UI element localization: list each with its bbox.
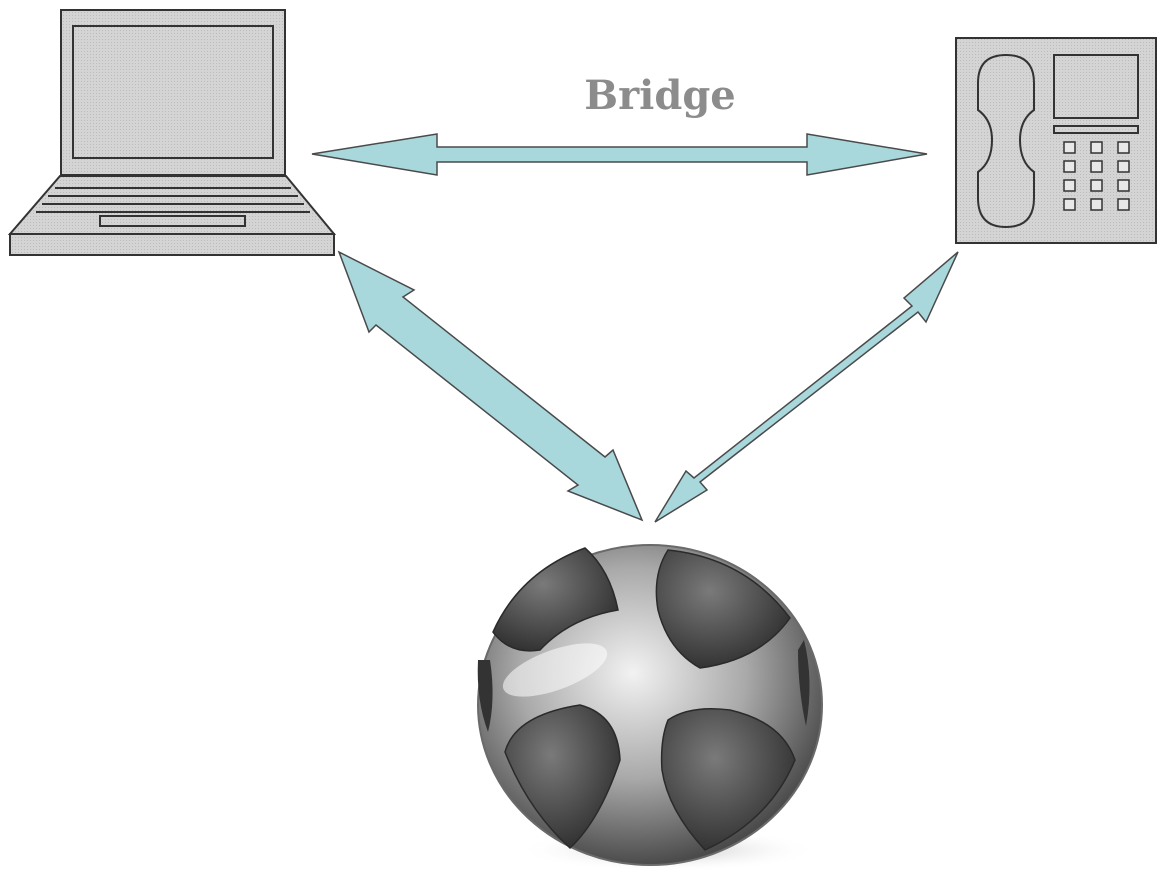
keypad-key: [1117, 141, 1130, 154]
laptop-icon: [7, 9, 337, 256]
bridge-label: Bridge: [584, 72, 736, 119]
keypad-key: [1063, 179, 1076, 192]
laptop-speaker-arrow: [337, 250, 644, 522]
keypad-key: [1090, 160, 1103, 173]
keypad-key: [1117, 160, 1130, 173]
conference-speakerphone-icon: [477, 544, 823, 870]
keypad-key: [1117, 179, 1130, 192]
keypad-key: [1090, 141, 1103, 154]
keypad-key: [1063, 141, 1076, 154]
phone-speaker-arrow: [654, 251, 959, 523]
desk-phone-icon: [955, 37, 1157, 244]
keypad-key: [1117, 198, 1130, 211]
keypad-key: [1090, 198, 1103, 211]
keypad-key: [1063, 160, 1076, 173]
keypad-key: [1090, 179, 1103, 192]
bridge-arrow: [311, 133, 928, 176]
keypad-key: [1063, 198, 1076, 211]
link-arrows: [311, 133, 959, 523]
